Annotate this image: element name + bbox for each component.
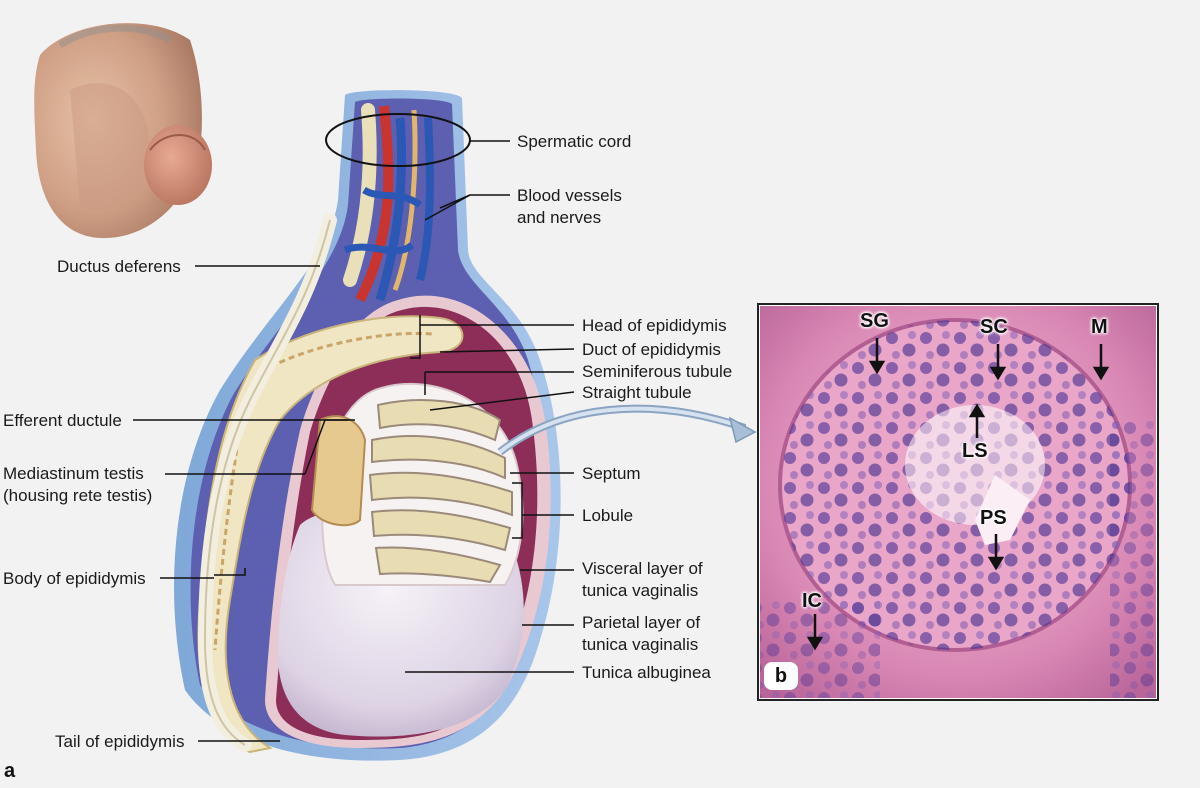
label-parietal-layer: Parietal layer of tunica vaginalis xyxy=(582,612,700,656)
panel-label-b: b xyxy=(764,662,798,690)
label-ductus-deferens: Ductus deferens xyxy=(57,257,181,276)
label-head-of-epididymis: Head of epididymis xyxy=(582,316,727,335)
label-line: Blood vessels xyxy=(517,186,622,205)
label-tail-of-epididymis: Tail of epididymis xyxy=(55,732,185,751)
micrograph-panel xyxy=(757,303,1159,701)
panel-label-a: a xyxy=(4,760,16,782)
spermatic-cord-outline xyxy=(325,113,471,167)
label-line: and nerves xyxy=(517,208,602,227)
label-blood-vessels-and-nerves: Blood vessels and nerves xyxy=(517,185,622,229)
zoom-arrow xyxy=(497,404,757,456)
label-visceral-layer: Visceral layer of tunica vaginalis xyxy=(582,558,703,602)
micro-label-m: M xyxy=(1091,316,1108,338)
micro-label-ps: PS xyxy=(980,507,1007,529)
label-spermatic-cord: Spermatic cord xyxy=(517,132,632,151)
label-body-of-epididymis: Body of epididymis xyxy=(3,569,146,588)
label-line: Mediastinum testis xyxy=(3,464,144,483)
label-duct-of-epididymis: Duct of epididymis xyxy=(582,340,721,359)
micro-label-sc: SC xyxy=(980,316,1008,338)
label-straight-tubule: Straight tubule xyxy=(582,383,692,402)
label-septum: Septum xyxy=(582,464,641,483)
label-tunica-albuginea: Tunica albuginea xyxy=(582,663,711,682)
testis-section-illustration xyxy=(174,90,561,761)
label-seminiferous-tubule: Seminiferous tubule xyxy=(582,362,733,381)
label-mediastinum-testis: Mediastinum testis (housing rete testis) xyxy=(3,463,152,507)
label-line: Visceral layer of xyxy=(582,559,703,578)
label-line: tunica vaginalis xyxy=(582,581,699,600)
label-line: (housing rete testis) xyxy=(3,486,153,505)
micro-label-sg: SG xyxy=(860,310,889,332)
external-genitalia-inset xyxy=(34,23,212,239)
label-lobule: Lobule xyxy=(582,506,634,525)
label-efferent-ductule: Efferent ductule xyxy=(3,411,122,430)
micro-label-ic: IC xyxy=(802,590,822,612)
micro-label-ls: LS xyxy=(962,440,988,462)
label-line: tunica vaginalis xyxy=(582,635,699,654)
leader-lines xyxy=(133,140,575,742)
label-line: Parietal layer of xyxy=(582,613,701,632)
